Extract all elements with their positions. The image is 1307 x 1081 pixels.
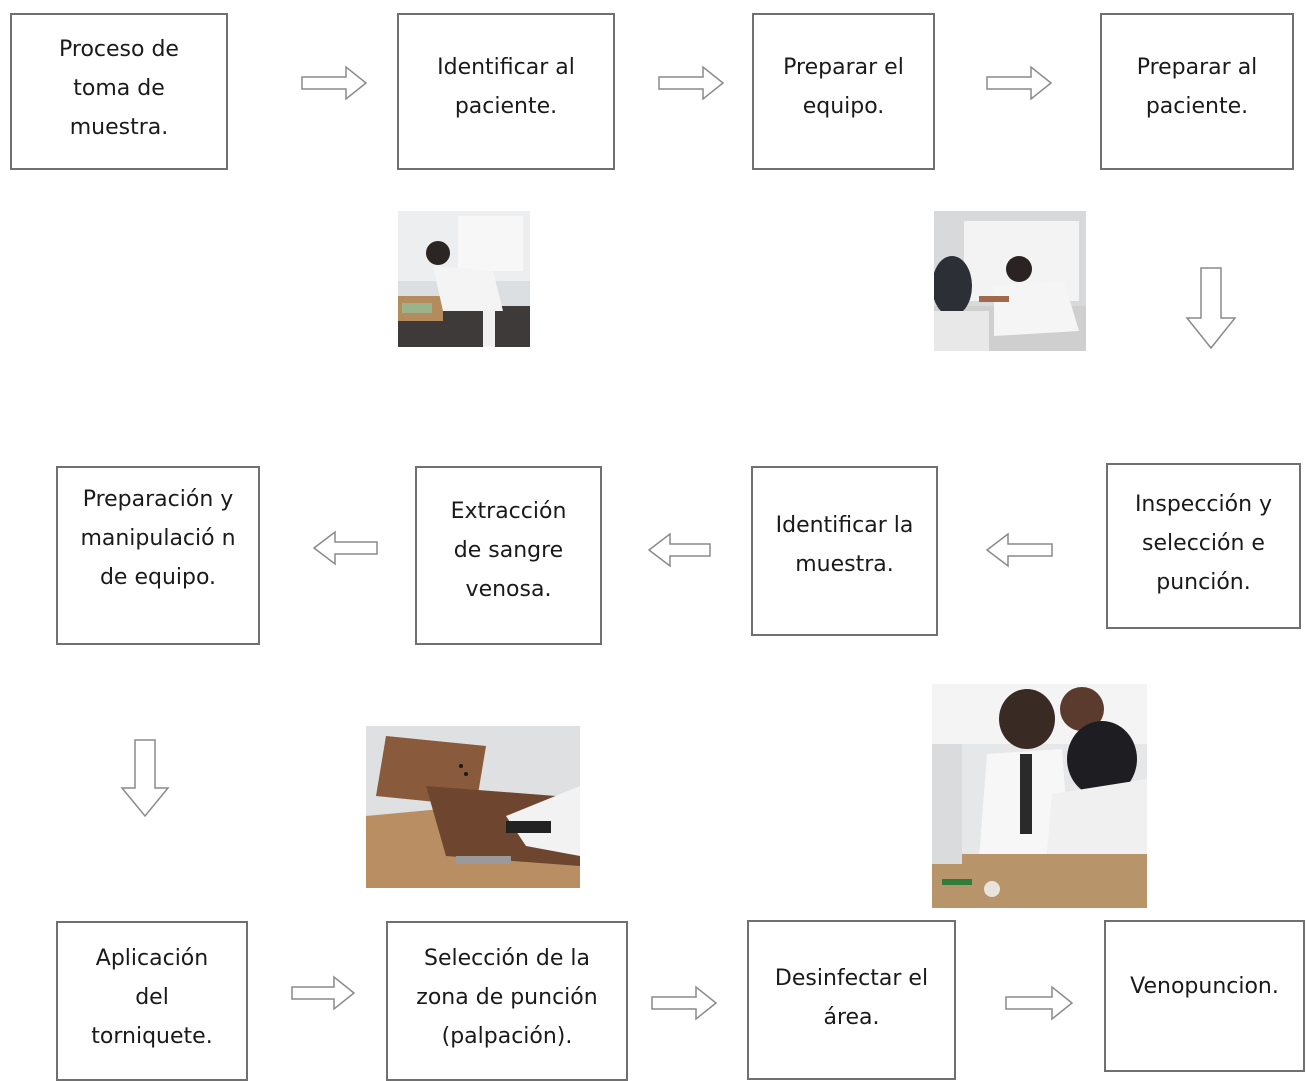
students-preparing-patient-photo bbox=[934, 211, 1086, 351]
step-label: Identificar la muestra. bbox=[775, 513, 914, 577]
step-box-desinfectar: Desinfectar el área. bbox=[747, 920, 956, 1080]
arrow-right-icon bbox=[1005, 985, 1074, 1021]
step-label: Identificar al paciente. bbox=[437, 55, 575, 119]
venipuncture-practice-photo bbox=[932, 684, 1147, 908]
arm-palpation-photo bbox=[366, 726, 580, 888]
step-label: Selección de la zona de punción (palpaci… bbox=[416, 946, 598, 1049]
step-label: Inspección y selección e punción. bbox=[1134, 492, 1273, 595]
step-box-identificar-paciente: Identificar al paciente. bbox=[397, 13, 615, 170]
step-label: Proceso de toma de muestra. bbox=[59, 37, 179, 140]
step-label: Preparar el equipo. bbox=[783, 55, 904, 119]
arrow-left-icon bbox=[312, 530, 378, 566]
step-label: Desinfectar el área. bbox=[774, 966, 929, 1030]
step-label: Aplicación del torniquete. bbox=[91, 946, 213, 1049]
student-preparing-equipment-photo bbox=[398, 211, 530, 347]
arrow-left-icon bbox=[647, 532, 711, 568]
step-box-identificar-muestra: Identificar la muestra. bbox=[751, 466, 938, 636]
arrow-right-icon bbox=[651, 985, 718, 1021]
step-box-preparar-equipo: Preparar el equipo. bbox=[752, 13, 935, 170]
step-box-torniquete: Aplicación del torniquete. bbox=[56, 921, 248, 1081]
arrow-right-icon bbox=[986, 65, 1053, 101]
arrow-left-icon bbox=[985, 532, 1053, 568]
step-label: Extracción de sangre venosa. bbox=[450, 499, 567, 602]
arrow-down-icon bbox=[120, 739, 170, 818]
step-box-inspeccion: Inspección y selección e punción. bbox=[1106, 463, 1301, 629]
step-box-preparar-paciente: Preparar al paciente. bbox=[1100, 13, 1294, 170]
step-label: Preparación y manipulació n de equipo. bbox=[80, 487, 236, 590]
arrow-right-icon bbox=[658, 65, 725, 101]
step-box-proceso: Proceso de toma de muestra. bbox=[10, 13, 228, 170]
step-label: Venopuncion. bbox=[1130, 974, 1279, 999]
arrow-down-icon bbox=[1185, 267, 1237, 350]
arrow-right-icon bbox=[291, 975, 356, 1011]
step-label: Preparar al paciente. bbox=[1136, 55, 1258, 119]
step-box-venopuncion: Venopuncion. bbox=[1104, 920, 1305, 1072]
step-box-extraccion: Extracción de sangre venosa. bbox=[415, 466, 602, 645]
arrow-right-icon bbox=[301, 65, 368, 101]
step-box-seleccion-zona: Selección de la zona de punción (palpaci… bbox=[386, 921, 628, 1081]
step-box-preparacion: Preparación y manipulació n de equipo. bbox=[56, 466, 260, 645]
